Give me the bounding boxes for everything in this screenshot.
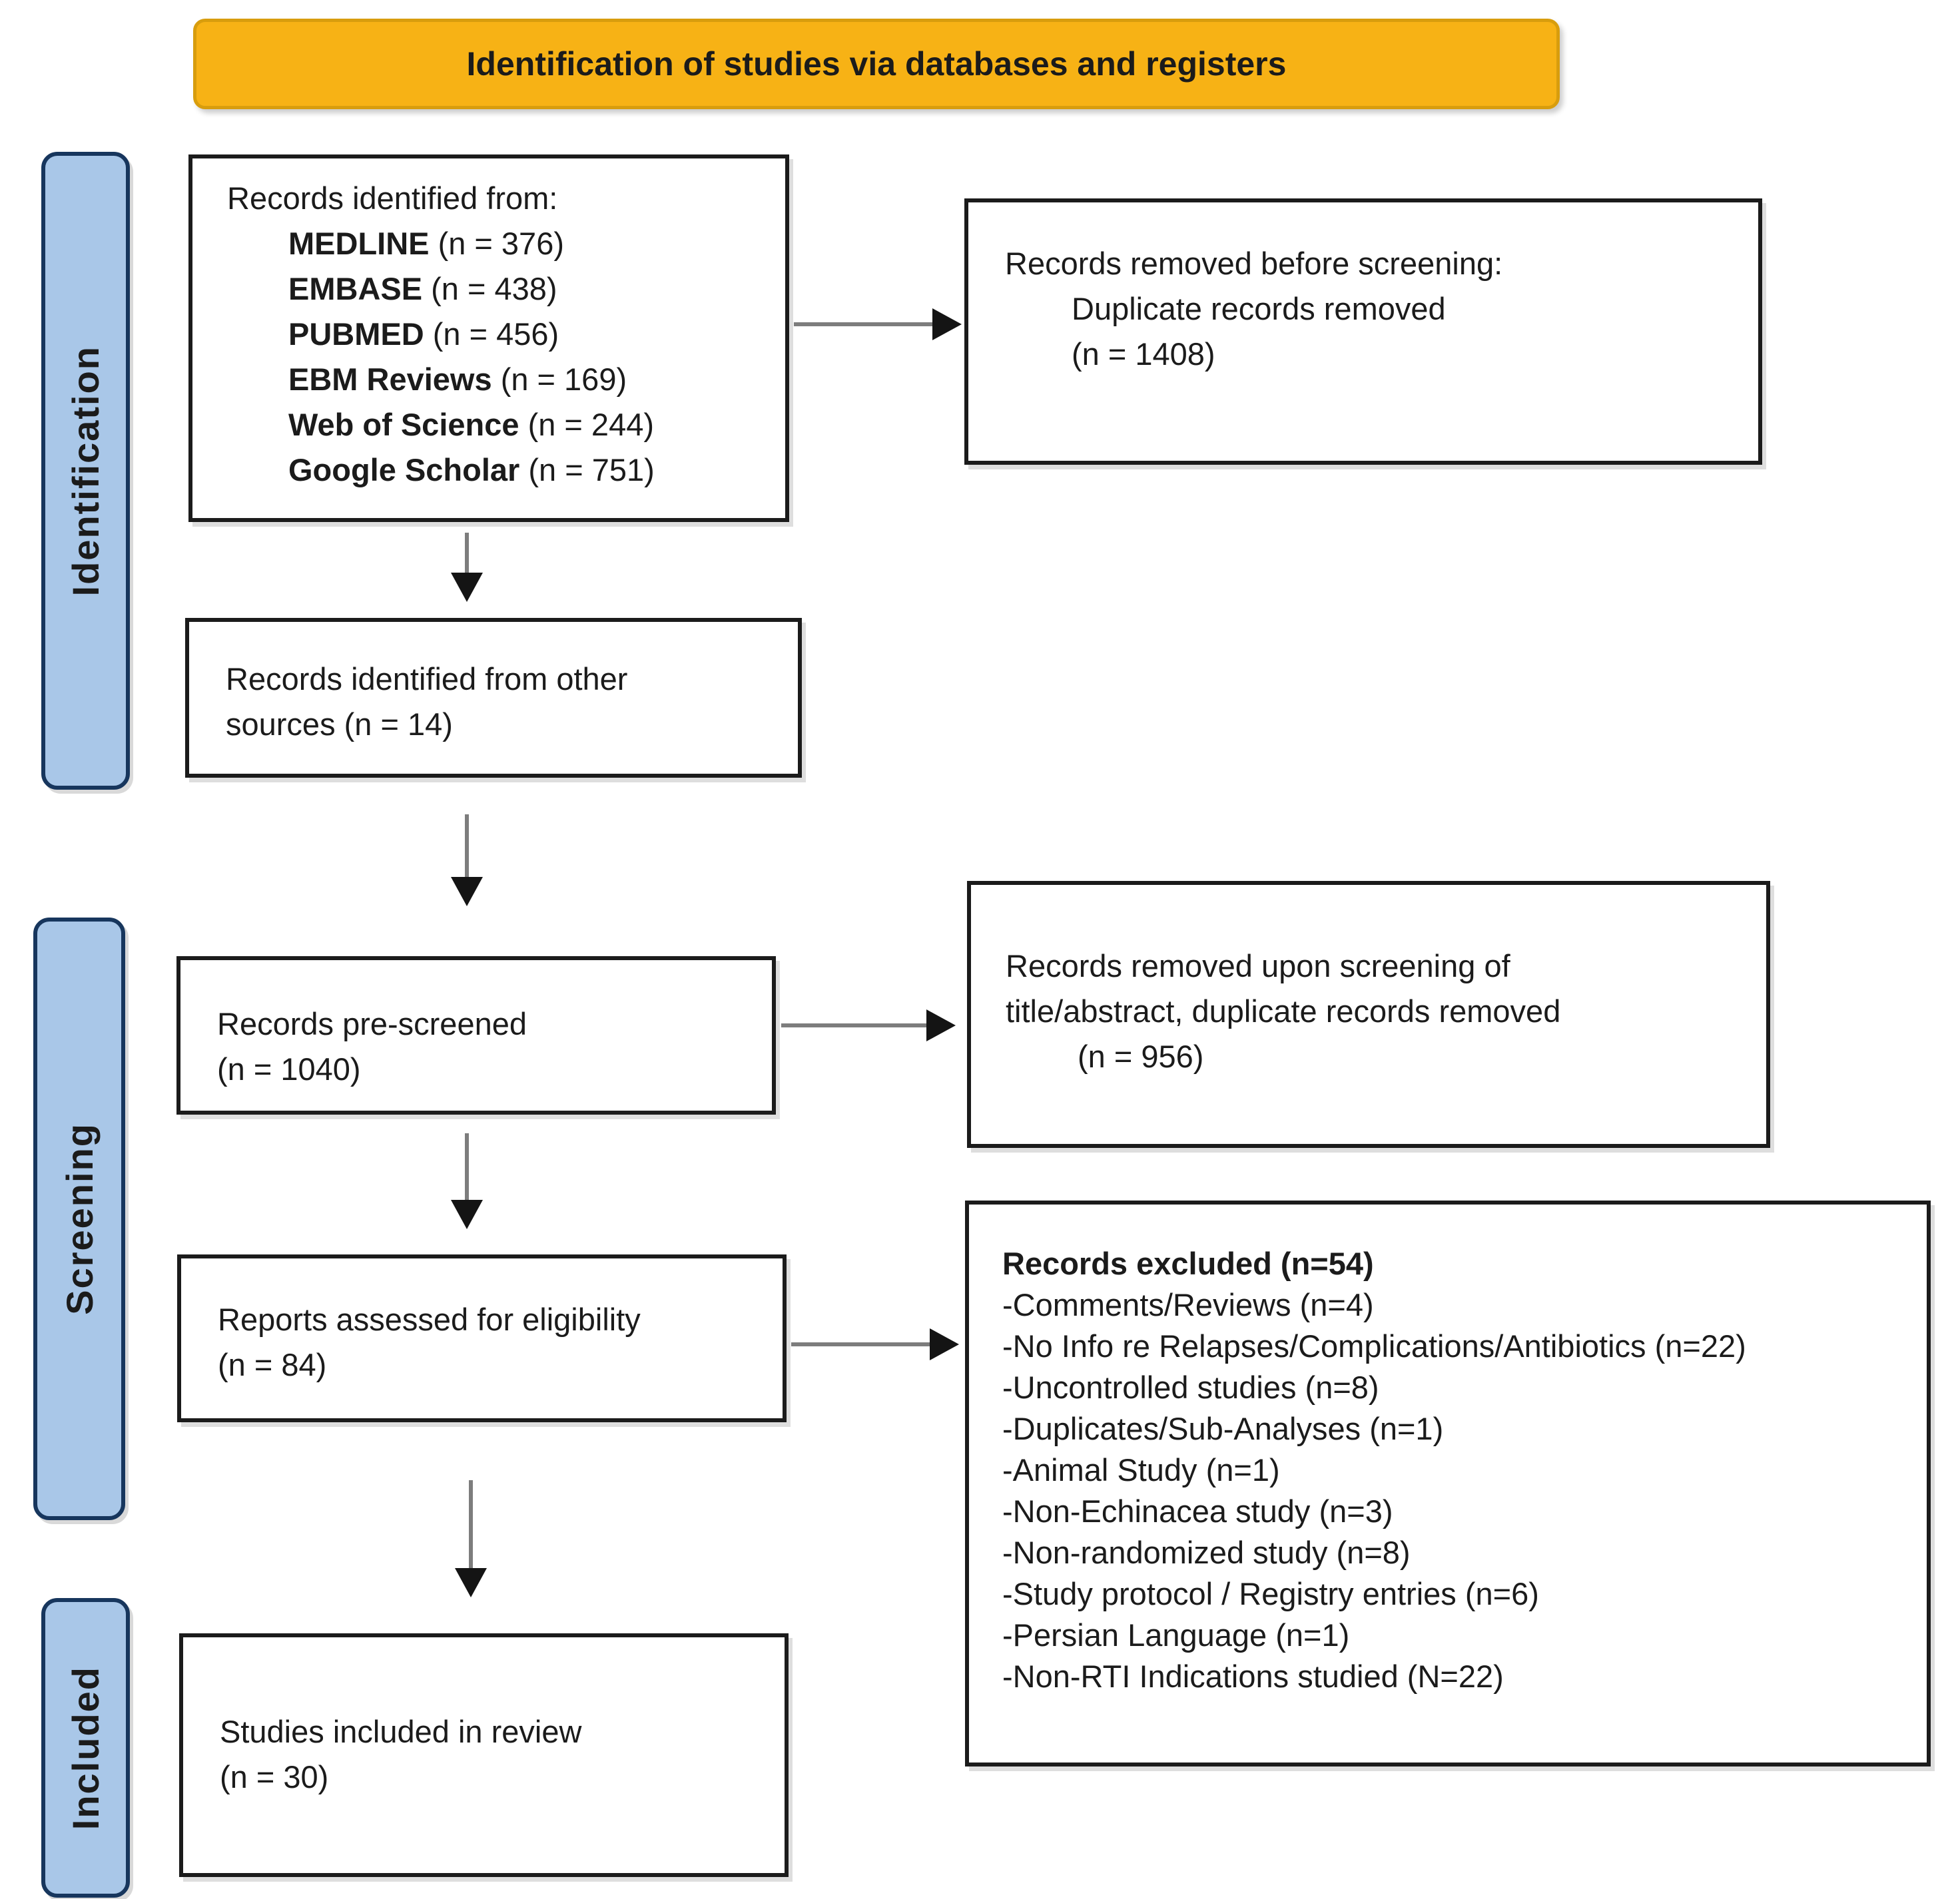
arrow-line: [469, 1480, 473, 1571]
excluded-item: -Comments/Reviews (n=4): [1002, 1287, 1374, 1322]
header-title: Identification of studies via databases …: [466, 45, 1287, 83]
arrow-head-down-icon: [451, 877, 483, 906]
included-line1: Studies included in review: [220, 1714, 582, 1749]
stage-tab-included: Included: [41, 1598, 130, 1898]
stage-label-included: Included: [65, 1665, 107, 1830]
header-banner: Identification of studies via databases …: [193, 19, 1560, 109]
arrow-head-right-icon: [926, 1009, 956, 1041]
box-records-excluded: Records excluded (n=54) -Comments/Review…: [965, 1201, 1931, 1766]
removed-before-line1: Records removed before screening:: [1005, 246, 1503, 281]
excluded-item: -Persian Language (n=1): [1002, 1617, 1350, 1653]
removed-upon-line1: Records removed upon screening of: [1006, 948, 1510, 983]
excluded-item: -Duplicates/Sub-Analyses (n=1): [1002, 1411, 1444, 1446]
arrow-head-down-icon: [455, 1568, 487, 1597]
arrow-line: [465, 814, 469, 880]
removed-before-line3: (n = 1408): [1072, 336, 1215, 372]
pre-screened-line2: (n = 1040): [217, 1051, 361, 1087]
box-pre-screened: Records pre-screened (n = 1040): [176, 956, 776, 1115]
source-line: Web of Science (n = 244): [288, 407, 655, 442]
stage-label-screening: Screening: [58, 1123, 101, 1315]
arrow-line: [465, 1133, 469, 1203]
included-line2: (n = 30): [220, 1759, 329, 1794]
box-assessed: Reports assessed for eligibility (n = 84…: [177, 1254, 787, 1422]
excluded-item: -Study protocol / Registry entries (n=6): [1002, 1576, 1539, 1611]
arrow-line: [465, 533, 469, 575]
removed-upon-line2: title/abstract, duplicate records remove…: [1006, 993, 1561, 1029]
arrow-head-down-icon: [451, 1200, 483, 1229]
records-identified-intro: Records identified from:: [227, 180, 558, 216]
stage-label-identification: Identification: [65, 345, 107, 597]
source-line: EBM Reviews (n = 169): [288, 362, 627, 397]
other-sources-line1: Records identified from other: [226, 661, 628, 696]
box-records-identified: Records identified from: MEDLINE (n = 37…: [188, 154, 789, 522]
other-sources-line2: sources (n = 14): [226, 706, 453, 742]
excluded-item: -Non-Echinacea study (n=3): [1002, 1493, 1393, 1529]
assessed-line1: Reports assessed for eligibility: [218, 1302, 641, 1337]
stage-tab-screening: Screening: [33, 918, 125, 1520]
pre-screened-line1: Records pre-screened: [217, 1006, 527, 1041]
source-line: EMBASE (n = 438): [288, 271, 557, 306]
box-included-in-review: Studies included in review (n = 30): [179, 1633, 789, 1877]
box-removed-upon-screening: Records removed upon screening of title/…: [967, 881, 1770, 1148]
source-line: PUBMED (n = 456): [288, 316, 559, 352]
arrow-line: [781, 1023, 929, 1027]
excluded-item: -No Info re Relapses/Complications/Antib…: [1002, 1328, 1746, 1364]
excluded-title: Records excluded (n=54): [1002, 1246, 1374, 1281]
excluded-item: -Non-RTI Indications studied (N=22): [1002, 1659, 1504, 1694]
removed-upon-line3: (n = 956): [1078, 1039, 1204, 1074]
arrow-head-down-icon: [451, 573, 483, 602]
removed-before-line2: Duplicate records removed: [1072, 291, 1446, 326]
arrow-line: [794, 322, 935, 326]
box-other-sources: Records identified from other sources (n…: [185, 618, 802, 778]
excluded-item: -Uncontrolled studies (n=8): [1002, 1370, 1379, 1405]
stage-tab-identification: Identification: [41, 152, 130, 790]
excluded-item: -Animal Study (n=1): [1002, 1452, 1280, 1488]
box-removed-before-screening: Records removed before screening: Duplic…: [964, 198, 1762, 465]
assessed-line2: (n = 84): [218, 1347, 327, 1382]
arrow-line: [791, 1342, 932, 1346]
source-line: MEDLINE (n = 376): [288, 226, 564, 261]
arrow-head-right-icon: [932, 308, 962, 340]
arrow-head-right-icon: [930, 1328, 959, 1360]
excluded-item: -Non-randomized study (n=8): [1002, 1535, 1411, 1570]
source-line: Google Scholar (n = 751): [288, 452, 655, 487]
